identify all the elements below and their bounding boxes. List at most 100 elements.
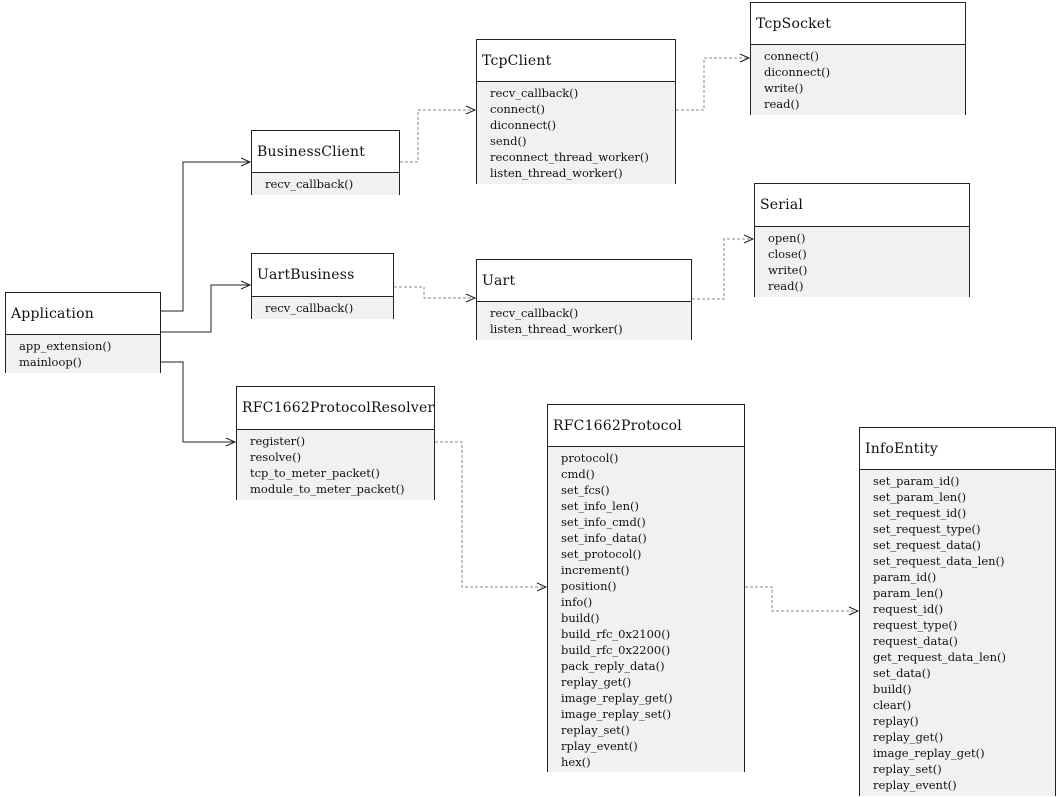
class-uart[interactable]: Uart recv_callback() listen_thread_worker… [476, 259, 692, 340]
method-item: set_request_data() [873, 538, 981, 552]
class-name: Serial [755, 184, 969, 227]
method-item: read() [768, 279, 804, 293]
method-list: set_param_id() set_param_len() set_request… [860, 470, 1055, 796]
method-item: app_extension() [19, 339, 112, 353]
method-item: reconnect_thread_worker() [490, 150, 649, 164]
method-item: hex() [561, 755, 591, 769]
method-item: set_param_id() [873, 474, 960, 488]
method-item: protocol() [561, 451, 619, 465]
class-name: TcpSocket [751, 3, 965, 45]
method-item: set_protocol() [561, 547, 642, 561]
method-item: build() [873, 682, 912, 696]
method-item: resolve() [250, 450, 302, 464]
method-item: replay_get() [873, 730, 944, 744]
class-name: RFC1662ProtocolResolver [237, 387, 434, 430]
relation-tcp-client-to-tcp-socket [676, 53, 751, 111]
method-item: listen_thread_worker() [490, 322, 623, 336]
method-item: replay() [873, 714, 919, 728]
method-item: register() [250, 434, 306, 448]
arrow-head-icon [465, 293, 477, 303]
method-list: register()resolve()tcp_to_meter_packet()… [237, 430, 434, 500]
method-item: build_rfc_0x2100() [561, 627, 671, 641]
relation-line [400, 109, 475, 163]
relation-uart-to-serial [692, 234, 755, 300]
method-item: mainloop() [19, 355, 82, 369]
method-list: recv_callback() [252, 297, 393, 319]
method-item: request_type() [873, 618, 958, 632]
class-rfc1662-protocol[interactable]: RFC1662Protocol protocol()cmd()set_fcs()… [547, 404, 745, 772]
method-list: protocol()cmd()set_fcs()set_info_len()se… [548, 447, 744, 772]
class-name: RFC1662Protocol [548, 405, 744, 447]
method-item: recv_callback() [265, 301, 354, 315]
class-info-entity[interactable]: InfoEntity set_param_id() set_param_len()… [859, 427, 1056, 796]
method-item: image_replay_get() [873, 746, 985, 760]
method-item: build() [561, 611, 600, 625]
class-business-client[interactable]: BusinessClient recv_callback() [251, 130, 400, 195]
arrow-head-icon [848, 606, 860, 616]
class-rfc1662-protocol-resolver[interactable]: RFC1662ProtocolResolver register() resolv… [236, 386, 435, 500]
class-uart-business[interactable]: UartBusiness recv_callback() [251, 253, 394, 319]
relation-uart-business-to-uart [394, 286, 477, 303]
method-item: request_data() [873, 634, 958, 648]
class-name: BusinessClient [252, 131, 399, 173]
method-item: replay_set() [561, 723, 630, 737]
class-tcp-client[interactable]: TcpClient recv_callback()connect()diconn… [476, 39, 676, 184]
method-list: recv_callback() [252, 173, 399, 195]
method-item: get_request_data_len() [873, 650, 1006, 664]
method-item: info() [561, 595, 593, 609]
method-item: set_request_data_len() [873, 554, 1005, 568]
class-name: Application [6, 293, 160, 335]
method-item: build_rfc_0x2200() [561, 643, 671, 657]
method-list: app_extension() mainloop() [6, 335, 160, 373]
class-name: InfoEntity [860, 428, 1055, 470]
class-name: Uart [477, 260, 691, 302]
method-item: read() [764, 97, 800, 111]
arrow-head-icon [225, 437, 237, 447]
method-item: diconnect() [490, 118, 557, 132]
method-item: replay_set() [873, 762, 942, 776]
method-item: send() [490, 134, 527, 148]
method-item: param_id() [873, 570, 937, 584]
relation-line [676, 57, 749, 111]
relation-line [394, 286, 475, 299]
method-list: recv_callback() listen_thread_worker() [477, 302, 691, 340]
method-item: image_replay_set() [561, 707, 672, 721]
method-item: replay_event() [873, 778, 957, 792]
method-item: set_info_data() [561, 531, 647, 545]
relation-line [161, 284, 250, 333]
method-item: recv_callback() [490, 306, 579, 320]
method-item: set_data() [873, 666, 931, 680]
method-item: diconnect() [764, 65, 831, 79]
method-item: recv_callback() [265, 177, 354, 191]
arrow-head-icon [536, 582, 548, 592]
class-tcp-socket[interactable]: TcpSocket connect()diconnect()write()rea… [750, 2, 966, 115]
method-item: set_info_cmd() [561, 515, 646, 529]
relation-application-to-rfc1662-protocol-resolver [161, 361, 237, 447]
method-item: write() [764, 81, 804, 95]
method-item: replay_get() [561, 675, 632, 689]
method-item: set_request_type() [873, 522, 981, 536]
method-item: listen_thread_worker() [490, 166, 623, 180]
class-application[interactable]: Application app_extension() mainloop() [5, 292, 161, 373]
method-item: image_replay_get() [561, 691, 673, 705]
method-list: open()close()write()read() [755, 227, 969, 297]
method-item: position() [561, 579, 617, 593]
method-item: open() [768, 231, 806, 245]
method-item: connect() [490, 102, 546, 116]
arrow-head-icon [465, 105, 477, 115]
method-item: recv_callback() [490, 86, 579, 100]
method-item: cmd() [561, 467, 595, 481]
method-list: recv_callback() connect() diconnect() send(… [477, 82, 675, 184]
relation-application-to-business-client [161, 157, 252, 312]
arrow-head-icon [739, 53, 751, 63]
method-item: close() [768, 247, 807, 261]
method-item: set_param_len() [873, 490, 967, 504]
relation-line [161, 161, 250, 312]
class-serial[interactable]: Serial open()close()write()read() [754, 183, 970, 297]
relation-business-client-to-tcp-client [400, 105, 477, 163]
relation-rfc1662-protocol-to-info-entity [745, 586, 860, 616]
method-item: rplay_event() [561, 739, 638, 753]
method-item: clear() [873, 698, 912, 712]
